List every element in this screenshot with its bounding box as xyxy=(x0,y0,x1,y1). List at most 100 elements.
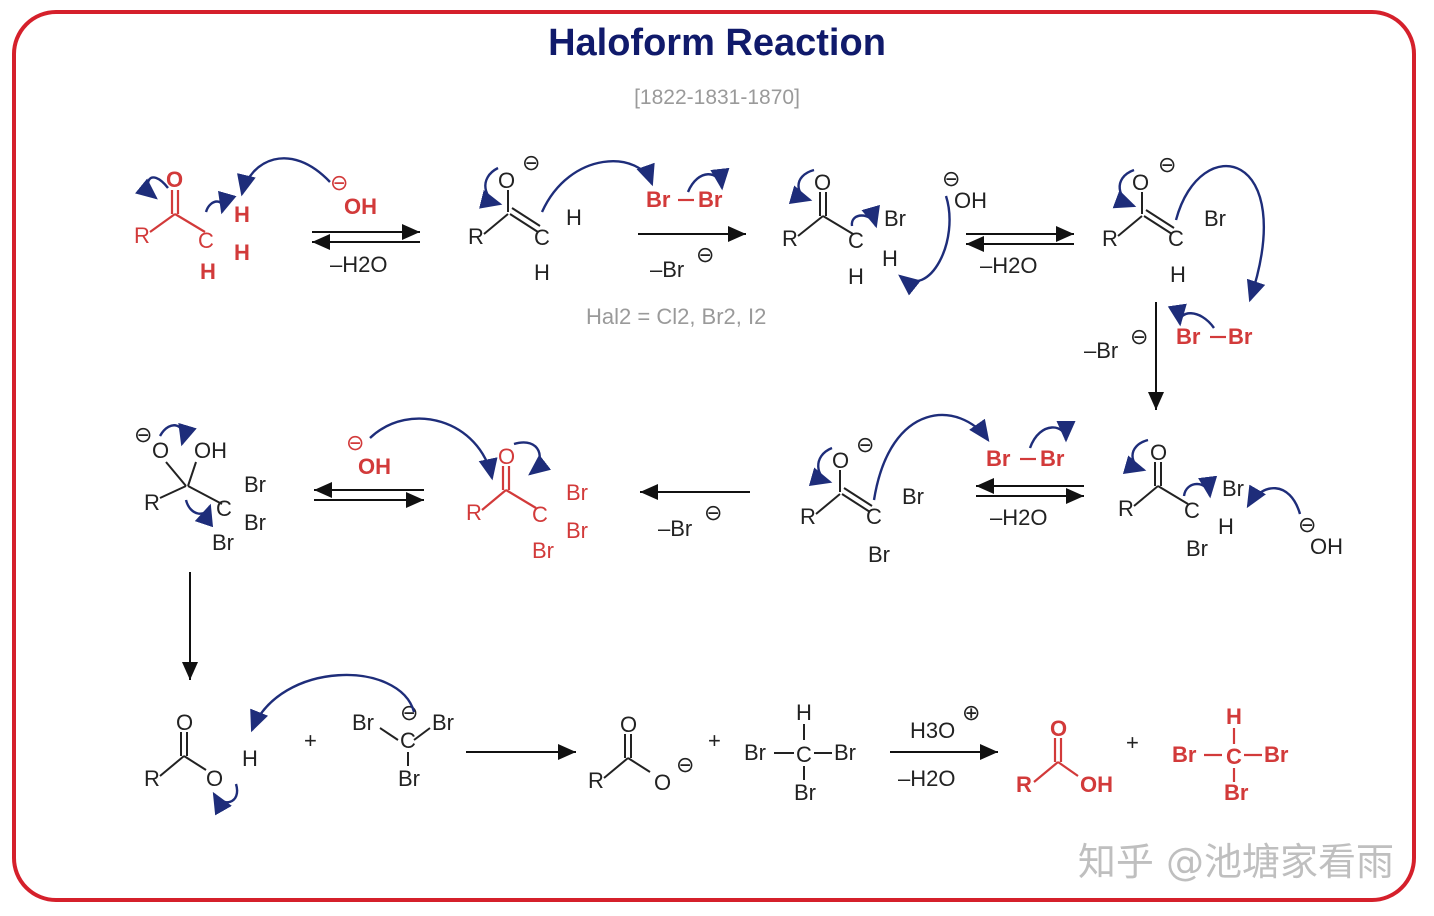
svg-text:H: H xyxy=(882,246,898,271)
svg-text:Br: Br xyxy=(902,484,924,509)
svg-text:⊖: ⊖ xyxy=(330,170,348,195)
svg-text:Br: Br xyxy=(794,780,816,805)
svg-text:Br: Br xyxy=(884,206,906,231)
forward-arrow-2: –Br ⊖ xyxy=(640,484,750,541)
svg-text:H: H xyxy=(848,264,864,289)
dibromo-enolate: R O ⊖ C Br Br xyxy=(800,413,990,567)
svg-text:C: C xyxy=(1168,226,1184,251)
carboxylic-acid: R O O H xyxy=(144,710,258,816)
hydroxide-reagent: ⊖ OH xyxy=(237,157,377,219)
tribromo-ketone: R O C Br Br Br xyxy=(466,441,588,563)
svg-text:O: O xyxy=(814,170,831,195)
svg-text:H: H xyxy=(534,260,550,285)
svg-text:Br: Br xyxy=(566,480,588,505)
equilibrium-arrow-4 xyxy=(314,482,424,508)
red-rounded-frame xyxy=(12,10,1416,902)
forward-arrow-1: –Br ⊖ xyxy=(638,226,746,282)
svg-text:Br: Br xyxy=(212,530,234,555)
svg-text:–H2O: –H2O xyxy=(898,766,955,791)
enolate: R O ⊖ C H H xyxy=(468,150,655,285)
svg-text:O: O xyxy=(1050,716,1067,741)
dibromo-ketone: R O C Br H Br xyxy=(1118,438,1244,561)
plus-sign-1: + xyxy=(304,728,317,753)
svg-text:Br: Br xyxy=(834,740,856,765)
svg-text:O: O xyxy=(1132,170,1149,195)
svg-text:R: R xyxy=(1118,496,1134,521)
bromo-enolate: R O ⊖ C Br H xyxy=(1102,152,1266,303)
svg-text:C: C xyxy=(534,225,550,250)
svg-text:⊖: ⊖ xyxy=(134,422,152,447)
svg-text:C: C xyxy=(198,228,214,253)
svg-text:O: O xyxy=(498,168,515,193)
svg-text:⊖: ⊖ xyxy=(346,430,364,455)
svg-text:C: C xyxy=(796,742,812,767)
svg-text:–H2O: –H2O xyxy=(330,252,387,277)
svg-text:O: O xyxy=(620,712,637,737)
bromine-reagent-1: Br Br xyxy=(646,167,730,212)
svg-text:–Br: –Br xyxy=(658,516,692,541)
svg-text:Br: Br xyxy=(1176,324,1201,349)
svg-text:O: O xyxy=(206,766,223,791)
svg-text:Br: Br xyxy=(646,187,671,212)
svg-text:Br: Br xyxy=(1264,742,1289,767)
svg-text:R: R xyxy=(144,766,160,791)
bromine-reagent-3: Br Br xyxy=(986,420,1076,471)
bromoform-product: H Br C Br Br xyxy=(1172,704,1289,805)
svg-text:R: R xyxy=(800,504,816,529)
hydroxide-reagent-3: ⊖ OH xyxy=(1246,484,1343,559)
svg-text:⊖: ⊖ xyxy=(942,166,960,191)
svg-text:⊖: ⊖ xyxy=(400,700,418,725)
svg-text:OH: OH xyxy=(1080,772,1113,797)
tribromomethyl-anion: Br Br ⊖ C Br xyxy=(250,673,454,791)
svg-text:R: R xyxy=(782,226,798,251)
svg-text:H: H xyxy=(1218,514,1234,539)
svg-text:O: O xyxy=(498,444,515,469)
svg-text:Br: Br xyxy=(1172,742,1197,767)
svg-text:Br: Br xyxy=(986,446,1011,471)
svg-text:OH: OH xyxy=(954,188,987,213)
svg-text:R: R xyxy=(468,224,484,249)
svg-text:Br: Br xyxy=(432,710,454,735)
forward-arrow-4: H3O ⊕ –H2O xyxy=(890,700,998,791)
scheme-title: Haloform Reaction xyxy=(548,22,886,64)
svg-text:R: R xyxy=(466,500,482,525)
svg-text:Br: Br xyxy=(244,510,266,535)
svg-text:H: H xyxy=(242,746,258,771)
svg-text:O: O xyxy=(166,167,183,192)
hydroxide-reagent-4: ⊖ OH xyxy=(346,417,498,481)
svg-text:C: C xyxy=(400,728,416,753)
svg-text:H: H xyxy=(234,240,250,265)
svg-text:H: H xyxy=(1170,262,1186,287)
svg-text:Br: Br xyxy=(744,740,766,765)
svg-text:C: C xyxy=(866,504,882,529)
svg-text:⊖: ⊖ xyxy=(676,752,694,777)
svg-text:Br: Br xyxy=(698,187,723,212)
svg-text:H: H xyxy=(200,259,216,284)
svg-text:O: O xyxy=(152,438,169,463)
svg-text:C: C xyxy=(848,228,864,253)
svg-text:R: R xyxy=(134,223,150,248)
svg-text:Br: Br xyxy=(1228,324,1253,349)
zhihu-watermark: 知乎 @池塘家看雨 xyxy=(1077,840,1394,884)
svg-text:O: O xyxy=(654,770,671,795)
halogen-note: Hal2 = Cl2, Br2, I2 xyxy=(586,304,766,329)
svg-text:⊕: ⊕ xyxy=(962,700,980,725)
svg-text:Br: Br xyxy=(1040,446,1065,471)
svg-text:Br: Br xyxy=(1186,536,1208,561)
equilibrium-arrow-3: –H2O xyxy=(976,478,1084,530)
svg-text:⊖: ⊖ xyxy=(1130,324,1148,349)
svg-text:R: R xyxy=(588,768,604,793)
tetrahedral-intermediate: ⊖ O OH R C Br Br Br xyxy=(134,422,266,555)
svg-text:C: C xyxy=(532,502,548,527)
svg-text:H: H xyxy=(234,202,250,227)
svg-text:Br: Br xyxy=(352,710,374,735)
acid-product: R O OH xyxy=(1016,716,1113,797)
svg-text:O: O xyxy=(1150,440,1167,465)
svg-text:R: R xyxy=(1102,226,1118,251)
svg-text:OH: OH xyxy=(194,438,227,463)
svg-text:Br: Br xyxy=(1224,780,1249,805)
svg-text:Br: Br xyxy=(566,518,588,543)
hydroxide-reagent-2: ⊖ OH xyxy=(898,166,987,296)
svg-text:C: C xyxy=(216,496,232,521)
